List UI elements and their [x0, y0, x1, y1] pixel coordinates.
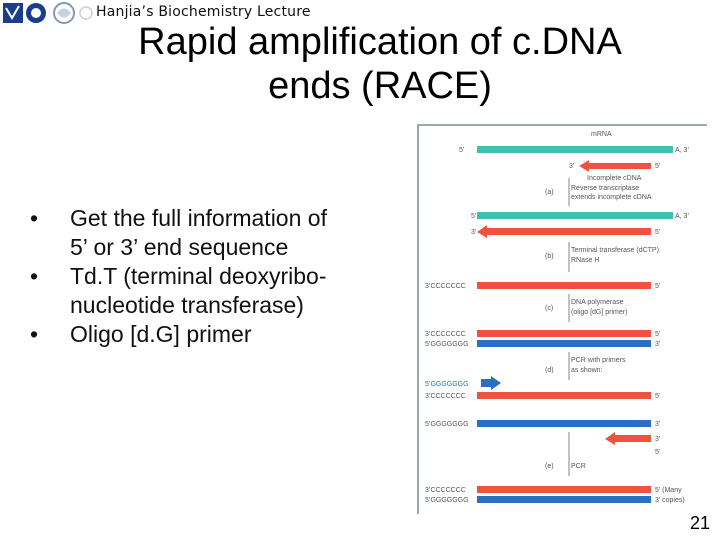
second-strand [477, 340, 651, 347]
label-5prime: 5’ [655, 393, 661, 400]
label-5prime: 5’ [471, 213, 477, 220]
label-mrna: mRNA [591, 131, 612, 138]
label-pcr-primers: PCR with primers [571, 357, 626, 364]
label-3prime: 3’ [471, 229, 477, 236]
bullet-list: • Get the full information of 5’ or 3’ e… [28, 204, 408, 349]
label-rnase: RNase H [571, 257, 599, 264]
bullet-item: • Oligo [d.G] primer [28, 320, 408, 349]
label-pol2: (oligo [dG] primer) [571, 309, 627, 316]
bullet-dot: • [30, 321, 39, 347]
label-g-primer: 5’GGGGGGG [425, 381, 469, 388]
incomplete-cdna-arrow [579, 160, 651, 172]
label-c-tail: 3’CCCCCCC [425, 487, 466, 494]
race-diagram: mRNA 5’ A, 3’ 3’ 5’ Incomplete cDNA (a) … [417, 124, 707, 514]
mrna-strand [477, 212, 673, 219]
institution-logo-icon [2, 0, 94, 26]
bullet-line: Oligo [d.G] primer [70, 321, 252, 347]
label-step-a: (a) [545, 189, 554, 196]
title-line-1: Rapid amplification of c.DNA [138, 21, 622, 63]
label-rt2: extends incomplete cDNA [571, 194, 652, 201]
label-c-tail: 3’CCCCCCC [425, 283, 466, 290]
label-a3: A, 3’ [675, 213, 689, 220]
label-many: 5’ (Many [655, 487, 682, 494]
label-g-tail: 5’GGGGGGG [425, 497, 469, 504]
label-5prime: 5’ [655, 163, 661, 170]
bullet-dot: • [30, 263, 39, 289]
slide-title: Rapid amplification of c.DNA ends (RACE) [60, 20, 700, 108]
slide-number: 21 [689, 513, 710, 533]
bullet-item: • Get the full information of 5’ or 3’ e… [28, 204, 408, 262]
cdna-strand [477, 486, 651, 493]
label-5prime: 5’ [655, 449, 661, 456]
label-copies: 3’ copies) [655, 497, 685, 504]
label-c-tail: 3’CCCCCCC [425, 331, 466, 338]
cdna-arrow [477, 225, 651, 238]
label-rt: Reverse transcriptase [571, 185, 639, 192]
bullet-dot: • [30, 205, 39, 231]
label-step-c: (c) [545, 305, 553, 312]
label-pcr: PCR [571, 463, 586, 470]
mrna-strand [477, 146, 673, 153]
label-step-d: (d) [545, 367, 554, 374]
label-3prime: 3’ [655, 341, 661, 348]
label-5prime: 5’ [655, 229, 661, 236]
bullet-line: Get the full information of [70, 205, 327, 231]
label-5prime: 5’ [459, 147, 465, 154]
second-strand [477, 420, 651, 427]
cdna-strand [477, 282, 651, 289]
label-pol: DNA polymerase [571, 299, 624, 306]
bullet-line: nucleotide transferase) [70, 292, 304, 318]
label-pcr-primers2: as shown: [571, 367, 603, 374]
title-line-2: ends (RACE) [268, 65, 492, 107]
cdna-strand [477, 392, 651, 399]
g-primer-arrow [481, 376, 501, 390]
bullet-line: 5’ or 3’ end sequence [70, 234, 289, 260]
label-g-tail: 5’GGGGGGG [425, 421, 469, 428]
cdna-strand [477, 330, 651, 337]
label-3prime: 3’ [569, 163, 575, 170]
label-5prime: 5’ [655, 283, 661, 290]
bullet-line: Td.T (terminal deoxyribo- [70, 263, 327, 289]
label-5prime: 5’ [655, 331, 661, 338]
lecture-label: Hanjia’s Biochemistry Lecture [96, 4, 311, 20]
label-step-e: (e) [545, 463, 554, 470]
label-incomplete: Incomplete cDNA [587, 175, 642, 182]
specific-primer-arrow [605, 432, 651, 445]
label-c-tail: 3’CCCCCCC [425, 393, 466, 400]
bullet-item: • Td.T (terminal deoxyribo- nucleotide t… [28, 262, 408, 320]
label-tdt: Terminal transferase (dCTP) [571, 247, 659, 254]
label-g-tail: 5’GGGGGGG [425, 341, 469, 348]
label-3prime: 3’ [655, 436, 661, 443]
label-3prime: 3’ [655, 421, 661, 428]
second-strand [477, 496, 651, 503]
label-step-b: (b) [545, 253, 554, 260]
label-a3: A, 3’ [675, 147, 689, 154]
